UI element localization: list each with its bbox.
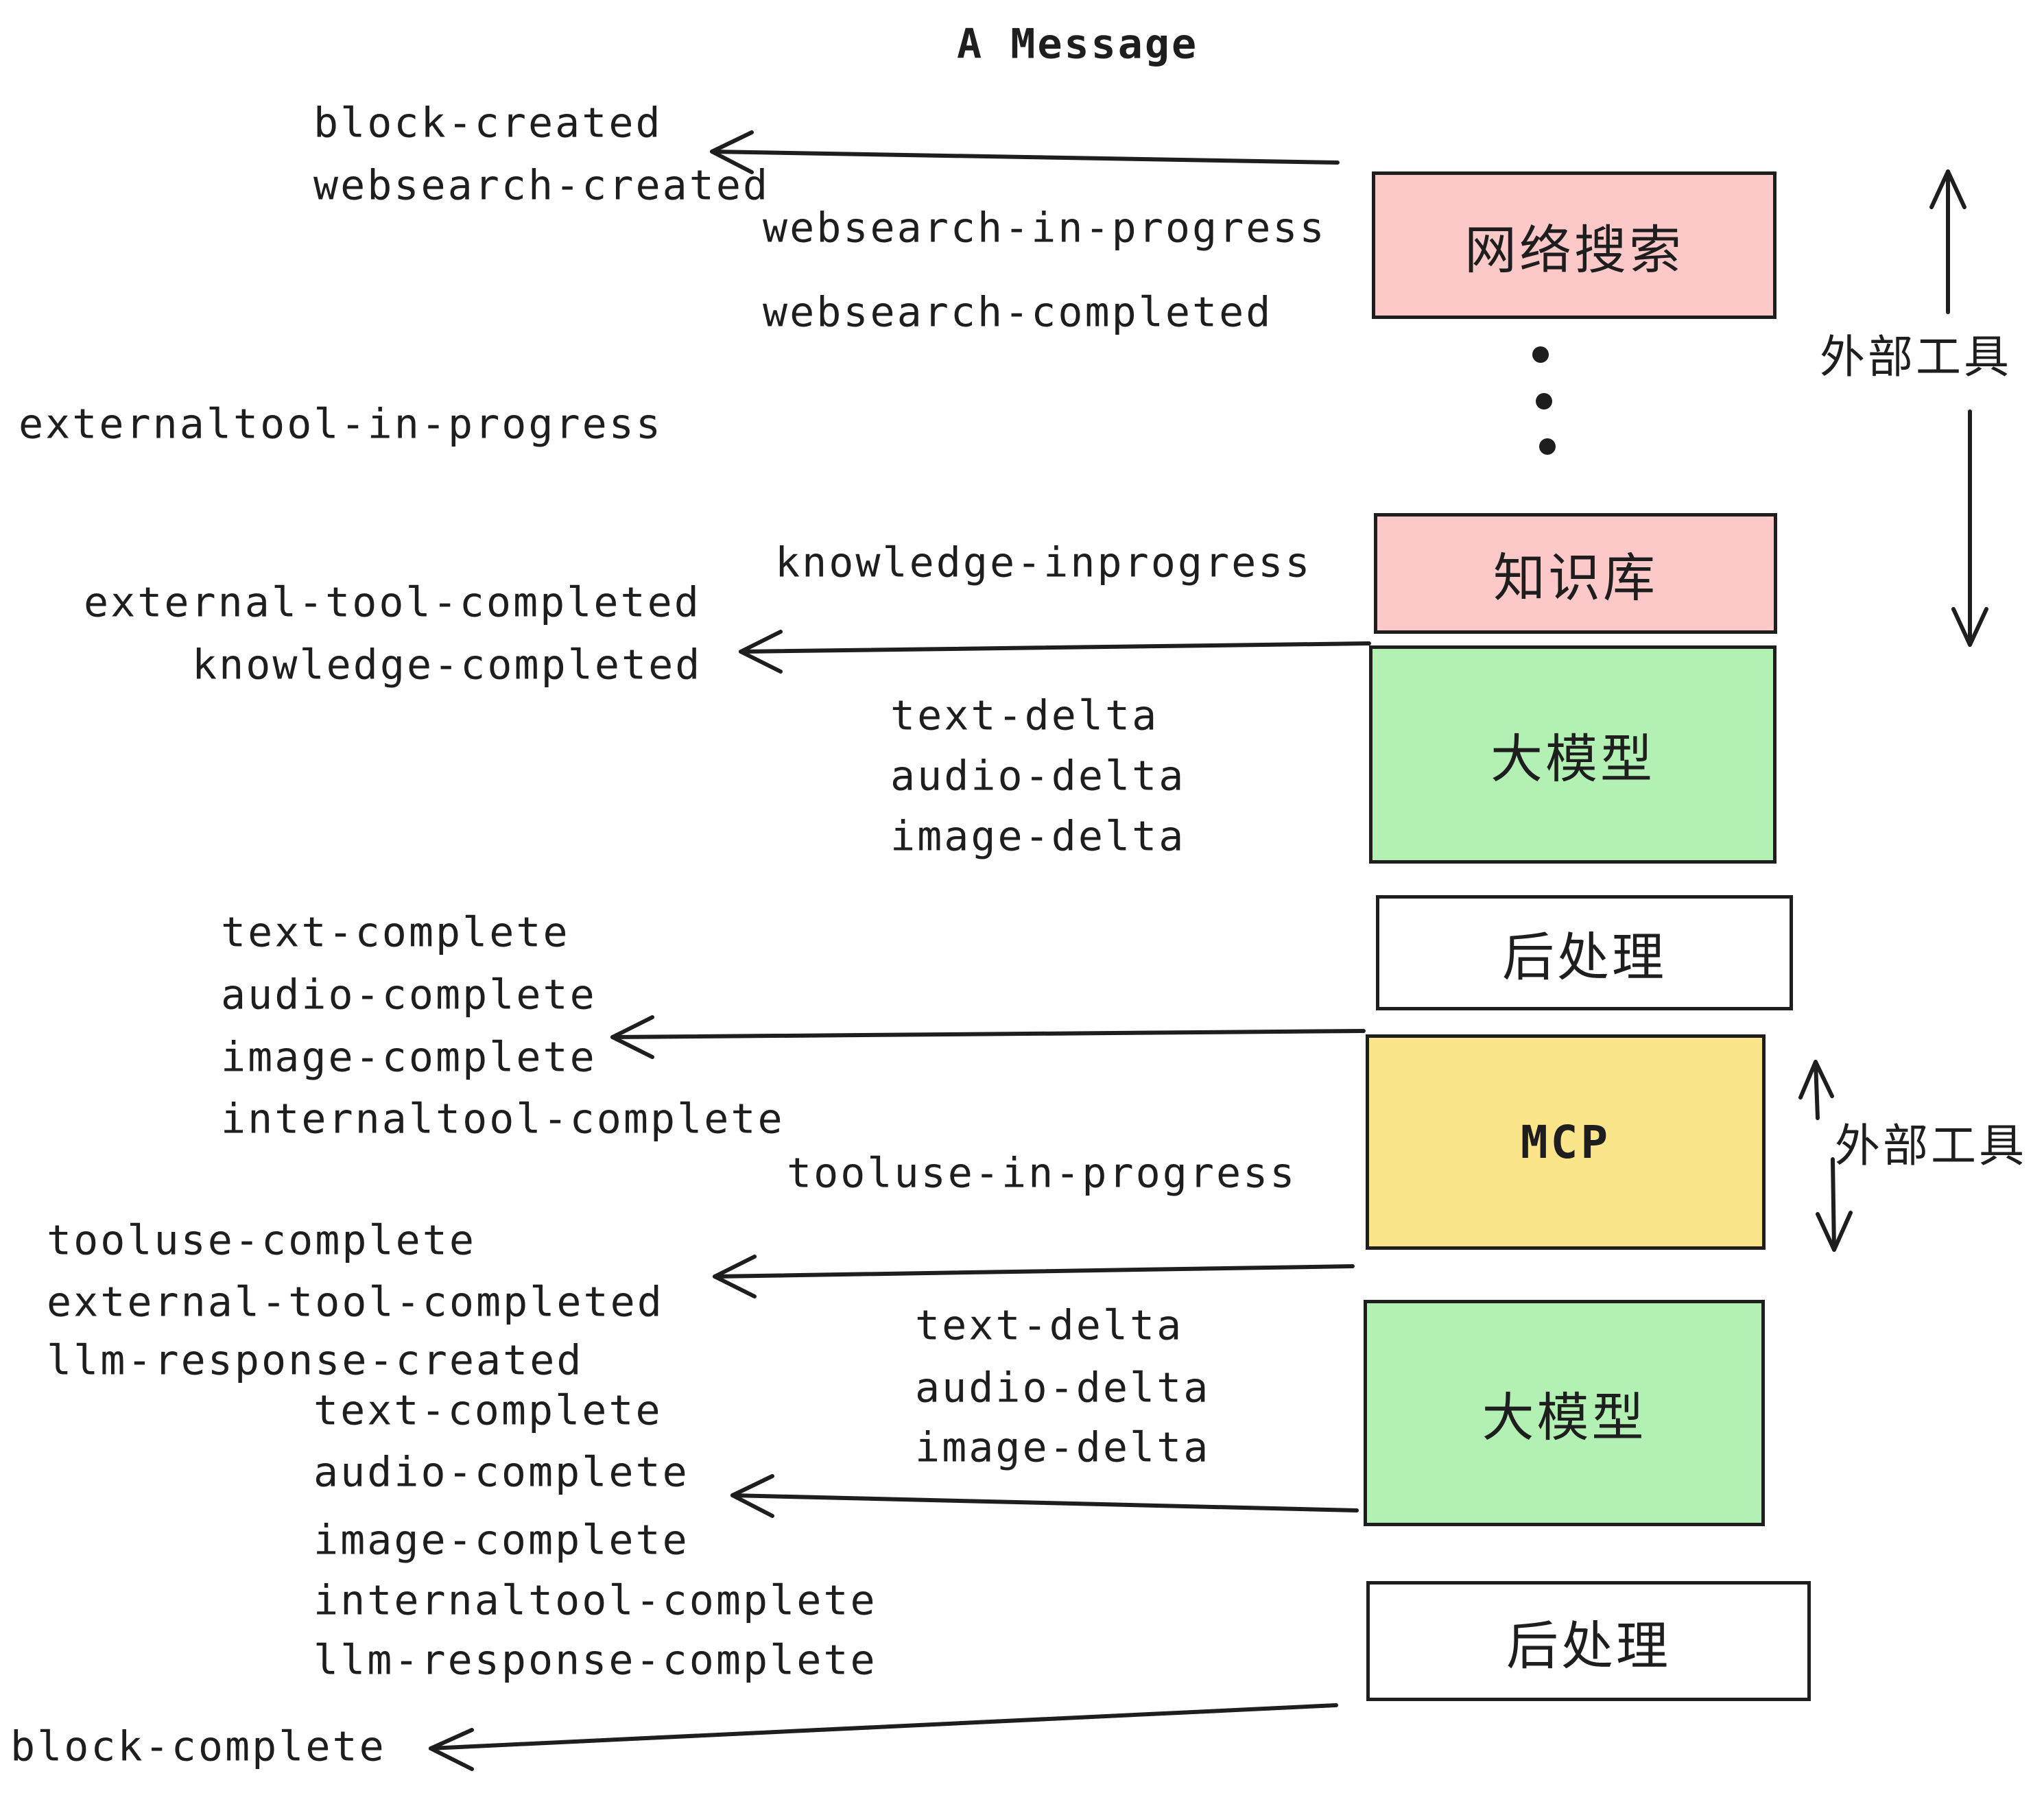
event-tooluse-complete: tooluse-complete bbox=[47, 1216, 476, 1265]
event-internaltool-complete-1: internaltool-complete bbox=[221, 1095, 785, 1143]
event-block-complete: block-complete bbox=[10, 1722, 386, 1771]
event-llm-response-created: llm-response-created bbox=[47, 1336, 584, 1385]
post-process-box-1-label: 后处理 bbox=[1502, 927, 1667, 988]
event-llm-response-complete: llm-response-complete bbox=[313, 1636, 877, 1685]
event-websearch-in-progress: websearch-in-progress bbox=[763, 204, 1327, 252]
llm-box-2-label: 大模型 bbox=[1482, 1387, 1647, 1448]
event-audio-delta-2: audio-delta bbox=[915, 1364, 1211, 1412]
event-image-delta-2: image-delta bbox=[915, 1423, 1211, 1472]
llm-box-2: 大模型 bbox=[1364, 1300, 1765, 1526]
event-image-complete-1: image-complete bbox=[221, 1033, 597, 1082]
external-tools-span-arrow-top bbox=[1929, 169, 1988, 647]
event-websearch-created: websearch-created bbox=[313, 161, 770, 210]
external-tools-annotation-top: 外部工具 bbox=[1820, 331, 2012, 383]
vertical-ellipsis-icon bbox=[1532, 346, 1556, 455]
event-external-tool-completed-2: external-tool-completed bbox=[47, 1278, 664, 1327]
arrow-websearch-created bbox=[710, 130, 1340, 174]
llm-box-1: 大模型 bbox=[1369, 645, 1776, 864]
event-audio-delta-1: audio-delta bbox=[890, 752, 1186, 800]
mcp-box-label: MCP bbox=[1520, 1115, 1611, 1169]
event-block-created: block-created bbox=[313, 99, 663, 147]
websearch-box: 网络搜索 bbox=[1372, 171, 1776, 319]
event-text-complete-1: text-complete bbox=[221, 908, 570, 957]
websearch-box-label: 网络搜索 bbox=[1464, 219, 1684, 281]
event-audio-complete-1: audio-complete bbox=[221, 971, 597, 1019]
post-process-box-2-label: 后处理 bbox=[1506, 1615, 1671, 1676]
event-image-complete-2: image-complete bbox=[313, 1516, 689, 1565]
arrow-knowledge-completed bbox=[739, 630, 1371, 674]
event-audio-complete-2: audio-complete bbox=[313, 1448, 689, 1497]
page-title: A Message bbox=[957, 20, 1199, 69]
llm-box-1-label: 大模型 bbox=[1490, 728, 1655, 790]
mcp-box: MCP bbox=[1366, 1034, 1766, 1250]
arrow-block-complete bbox=[429, 1703, 1338, 1771]
arrow-tooluse-complete bbox=[713, 1255, 1355, 1298]
external-tools-annotation-mcp: 外部工具 bbox=[1835, 1119, 2027, 1172]
event-text-delta-2: text-delta bbox=[915, 1301, 1184, 1350]
event-text-complete-2: text-complete bbox=[313, 1386, 663, 1435]
knowledge-base-box: 知识库 bbox=[1374, 513, 1777, 634]
knowledge-base-box-label: 知识库 bbox=[1493, 547, 1658, 608]
event-externaltool-in-progress: externaltool-in-progress bbox=[19, 400, 663, 449]
event-tooluse-in-progress: tooluse-in-progress bbox=[787, 1149, 1297, 1198]
event-external-tool-completed-1: external-tool-completed bbox=[84, 578, 701, 627]
event-internaltool-complete-2: internaltool-complete bbox=[313, 1576, 877, 1625]
event-knowledge-completed: knowledge-completed bbox=[192, 641, 702, 689]
event-text-delta-1: text-delta bbox=[890, 691, 1159, 740]
post-process-box-1: 后处理 bbox=[1376, 895, 1793, 1010]
arrow-internal-complete bbox=[610, 1015, 1366, 1059]
event-image-delta-1: image-delta bbox=[890, 812, 1186, 861]
event-knowledge-inprogress: knowledge-inprogress bbox=[775, 538, 1312, 587]
arrow-llm2-complete bbox=[730, 1474, 1359, 1518]
external-tools-span-arrow-mcp bbox=[1798, 1060, 1853, 1252]
event-websearch-completed: websearch-completed bbox=[763, 288, 1273, 337]
post-process-box-2: 后处理 bbox=[1366, 1581, 1811, 1701]
